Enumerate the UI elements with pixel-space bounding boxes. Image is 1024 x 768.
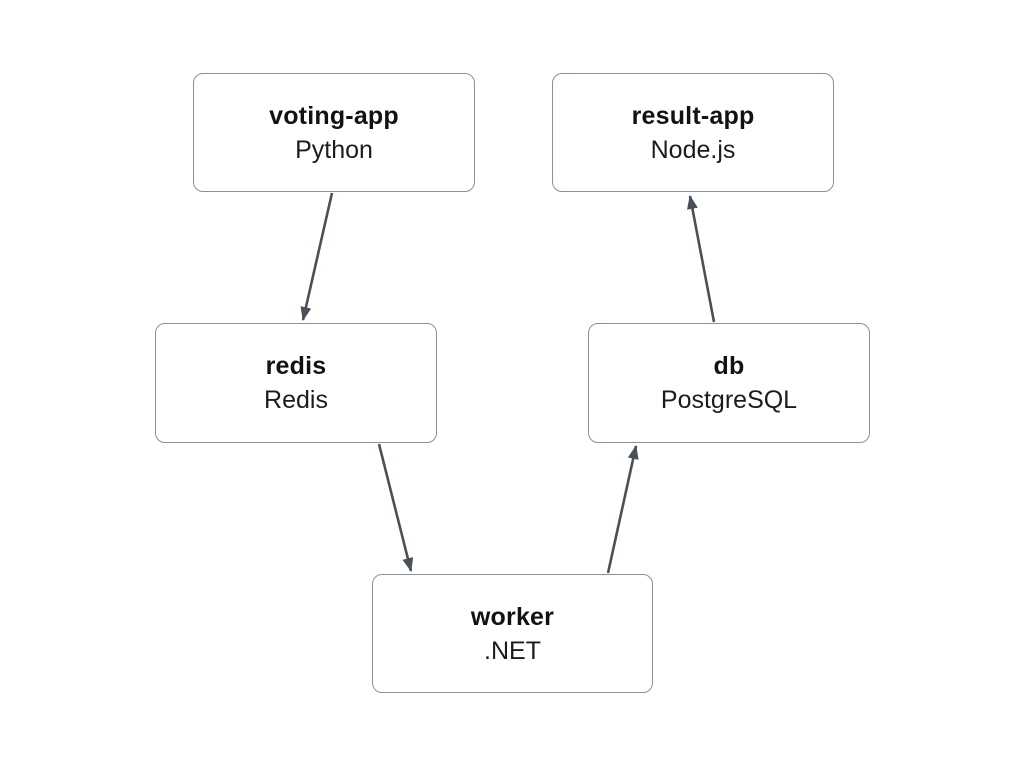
node-title: worker — [470, 602, 555, 631]
node-subtitle: Python — [295, 135, 373, 164]
node-title: db — [713, 352, 745, 380]
node-subtitle: .NET — [484, 636, 541, 665]
node-title: redis — [265, 352, 327, 380]
edge-db-to-result-app — [687, 195, 716, 323]
edge-redis-to-worker — [377, 443, 414, 572]
edge-voting-app-to-redis — [300, 192, 334, 321]
node-subtitle: PostgreSQL — [660, 386, 798, 414]
edge-worker-to-db — [606, 445, 639, 574]
node-title: result-app — [631, 101, 755, 130]
node-title: voting-app — [269, 101, 399, 130]
node-subtitle: Node.js — [650, 135, 736, 164]
node-worker: worker .NET — [372, 574, 653, 693]
node-subtitle: Redis — [264, 386, 328, 414]
